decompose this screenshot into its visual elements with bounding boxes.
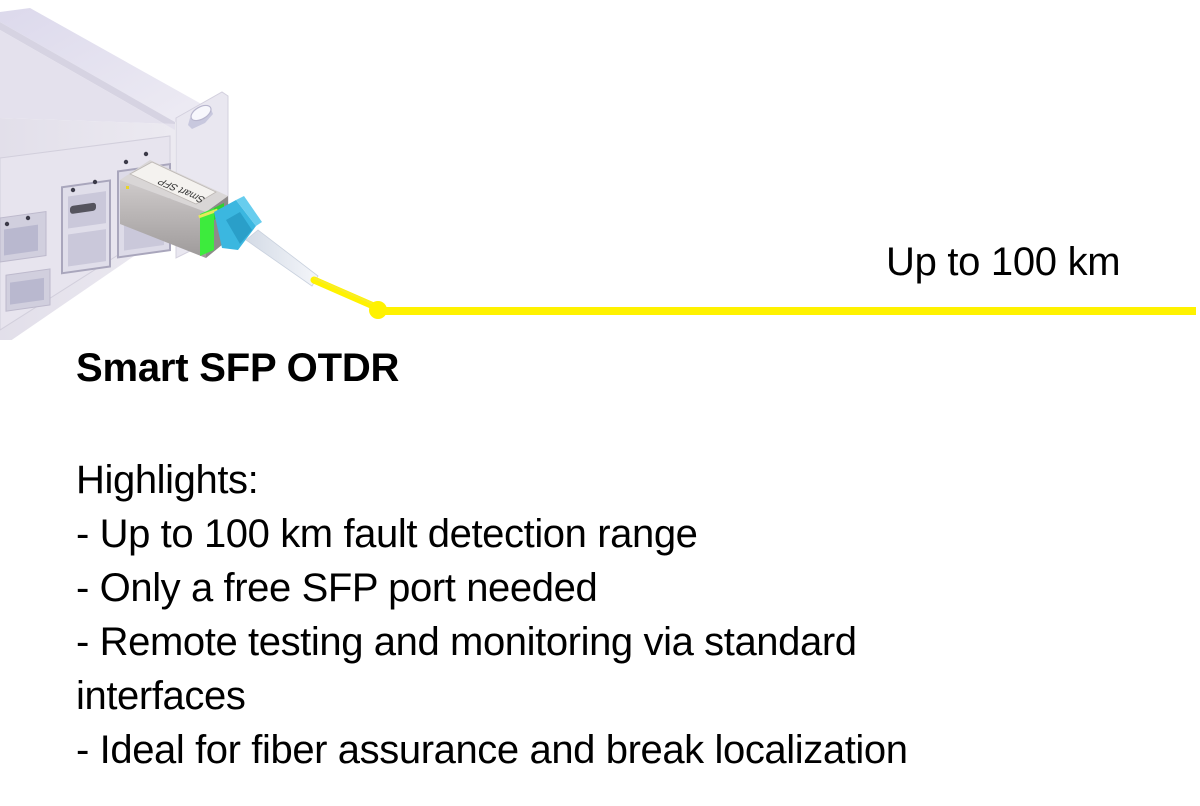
lc-connector [214,196,262,250]
empty-sfp-cage [61,179,111,275]
highlights-list: Highlights: - Up to 100 km fault detecti… [76,453,1176,777]
product-title: Smart SFP OTDR [76,346,400,390]
range-label: Up to 100 km [886,240,1121,284]
highlight-item: - Only a free SFP port needed [76,566,598,610]
rj45-ports [0,210,51,312]
highlight-item: - Ideal for fiber assurance and break lo… [76,728,908,772]
smart-sfp-module: Smart SFP [120,160,228,258]
fiber-boot [245,229,319,287]
highlights-heading: Highlights: [76,458,259,502]
highlight-item: - Remote testing and monitoring via stan… [76,620,857,718]
fiber-cable [310,276,1196,319]
switch-chassis [0,8,229,340]
sfp-switch-illustration: Smart SFP [0,8,1196,340]
fiber-range-line [378,307,1196,315]
highlight-item: - Up to 100 km fault detection range [76,512,698,556]
